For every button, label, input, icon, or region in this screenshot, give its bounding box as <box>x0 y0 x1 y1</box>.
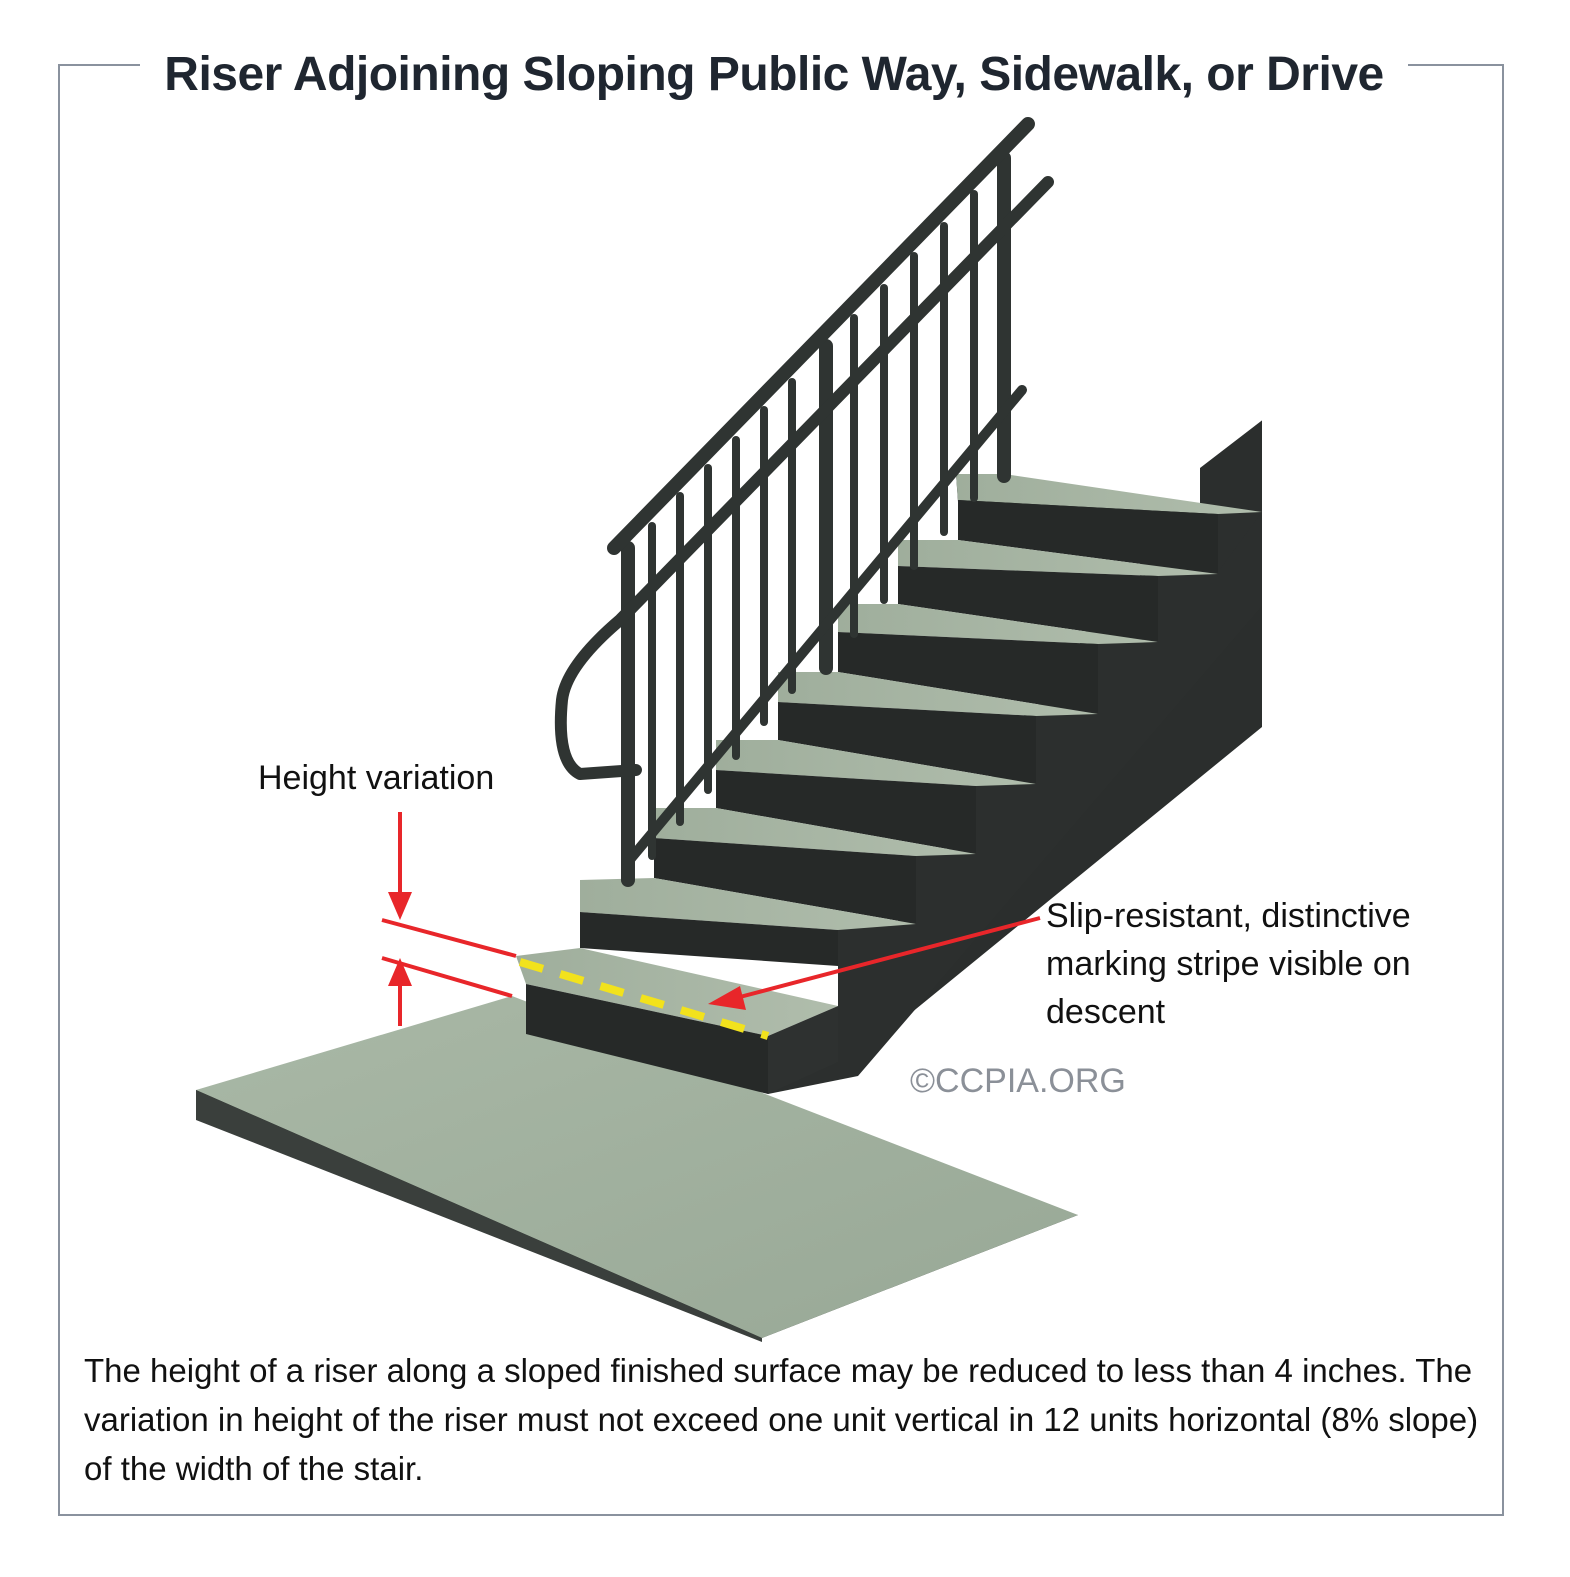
height-variation-annotation <box>381 812 517 1026</box>
copyright-mark: ©CCPIA.ORG <box>910 1062 1126 1100</box>
stair-steps <box>516 474 1262 1094</box>
handrail <box>554 117 1054 887</box>
height-variation-label: Height variation <box>258 759 495 797</box>
stripe-pointer-arrow <box>708 916 1041 1010</box>
page-title: Riser Adjoining Sloping Public Way, Side… <box>140 40 1408 110</box>
marking-stripe <box>518 958 770 1040</box>
marking-stripe-label: Slip-resistant, distinctive marking stri… <box>1046 897 1411 1031</box>
stair-stringer <box>770 420 1262 1066</box>
caption-text: The height of a riser along a sloped fin… <box>84 1352 1479 1487</box>
sloping-sidewalk <box>196 996 1078 1342</box>
